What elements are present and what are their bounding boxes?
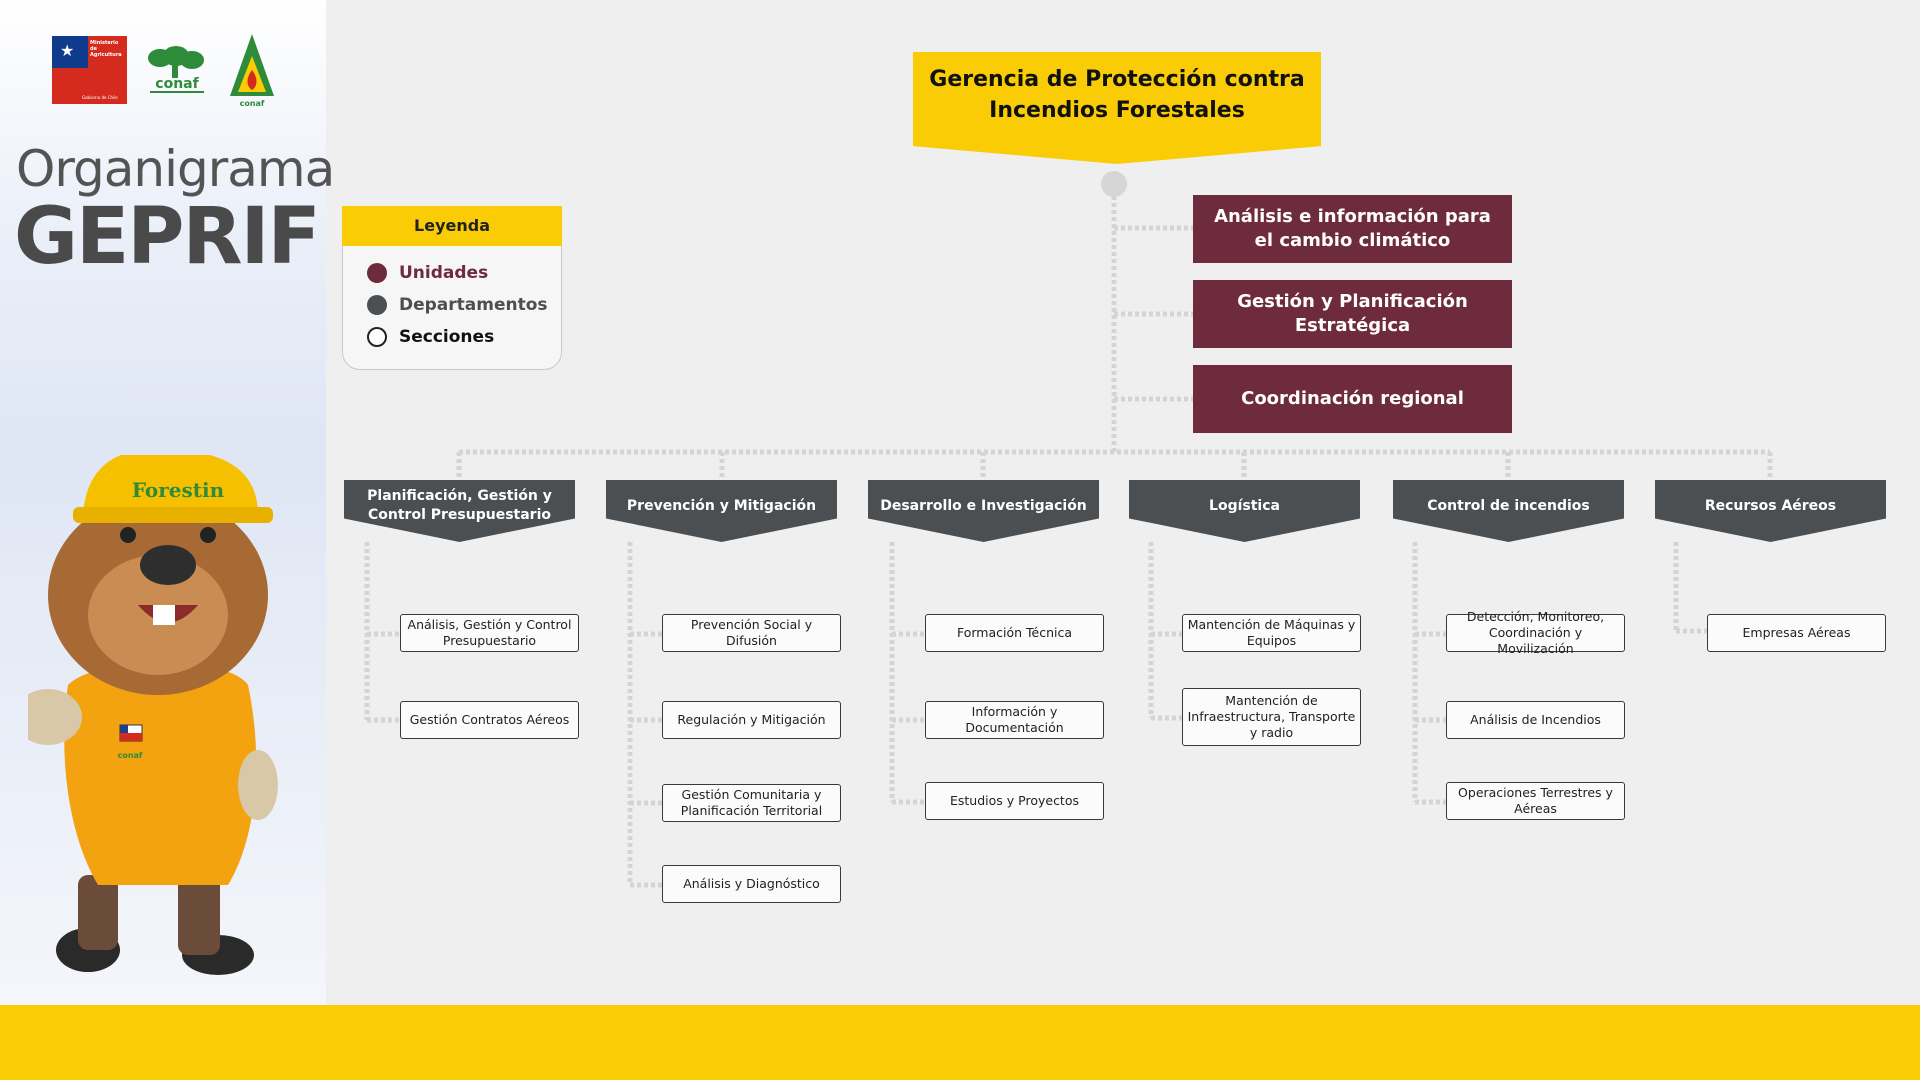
legend-item-unidades: Unidades (367, 263, 488, 283)
forestin-mascot-illustration: conaf Forestin (28, 455, 278, 975)
bottom-bar (0, 1005, 1920, 1080)
legend-item-secciones: Secciones (367, 327, 494, 347)
section-box: Estudios y Proyectos (925, 782, 1104, 820)
section-box: Análisis, Gestión y Control Presupuestar… (400, 614, 579, 652)
section-box: Prevención Social y Difusión (662, 614, 841, 652)
org-connector-lines (364, 196, 1773, 888)
root-node-gerencia: Gerencia de Protección contra Incendios … (913, 52, 1321, 164)
department-planificacion: Planificación, Gestión y Control Presupu… (344, 480, 575, 542)
section-box: Gestión Contratos Aéreos (400, 701, 579, 739)
ministerio-agricultura-logo: ★ Ministerio de Agricultura Gobierno de … (52, 36, 127, 104)
section-box: Información y Documentación (925, 701, 1104, 739)
section-box: Empresas Aéreas (1707, 614, 1886, 652)
svg-text:conaf: conaf (155, 76, 199, 92)
section-box: Operaciones Terrestres y Aéreas (1446, 782, 1625, 820)
legend-item-departamentos: Departamentos (367, 295, 548, 315)
unit-gestion-planificacion: Gestión y Planificación Estratégica (1193, 280, 1512, 348)
unit-swatch-icon (367, 263, 387, 283)
section-box: Formación Técnica (925, 614, 1104, 652)
root-connector-dot (1101, 171, 1127, 197)
legend-title: Leyenda (342, 206, 562, 246)
unit-analisis-cambio-climatico: Análisis e información para el cambio cl… (1193, 195, 1512, 263)
conaf-fire-logo: conaf (230, 34, 274, 108)
section-box: Mantención de Infraestructura, Transport… (1182, 688, 1361, 746)
department-swatch-icon (367, 295, 387, 315)
section-box: Mantención de Máquinas y Equipos (1182, 614, 1361, 652)
section-box: Regulación y Mitigación (662, 701, 841, 739)
svg-text:Forestin: Forestin (132, 478, 225, 502)
logos-group: ★ Ministerio de Agricultura Gobierno de … (52, 34, 282, 110)
section-swatch-icon (367, 327, 387, 347)
unit-coordinacion-regional: Coordinación regional (1193, 365, 1512, 433)
section-box: Análisis de Incendios (1446, 701, 1625, 739)
legend-box: Leyenda Unidades Departamentos Secciones (342, 206, 562, 370)
svg-text:conaf: conaf (118, 751, 143, 760)
page-title-light: Organigrama (16, 140, 335, 198)
page-title-bold: GEPRIF (14, 192, 321, 282)
section-box: Detección, Monitoreo, Coordinación y Mov… (1446, 609, 1625, 656)
svg-text:conaf: conaf (240, 99, 265, 108)
conaf-tree-logo: conaf (148, 46, 204, 93)
section-box: Gestión Comunitaria y Planificación Terr… (662, 784, 841, 822)
section-box: Análisis y Diagnóstico (662, 865, 841, 903)
